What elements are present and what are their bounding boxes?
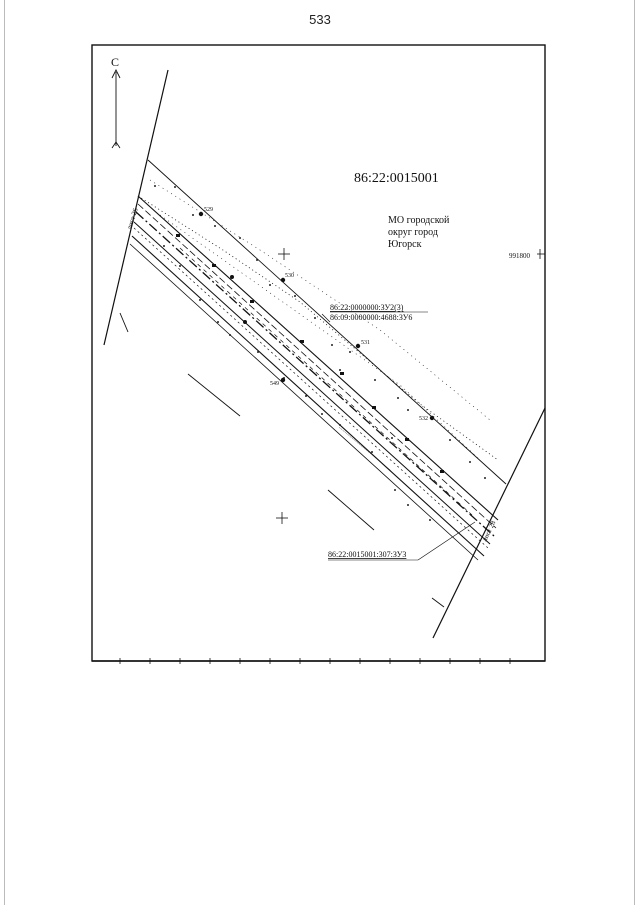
parcel-label-zu6: 86:09:0000000:4688:ЗУ6 bbox=[321, 313, 412, 323]
parcel-label-zu3: 86:22:0015001:307:ЗУ3 bbox=[328, 521, 476, 561]
grid-coord-label: 991800 bbox=[509, 252, 531, 260]
frame-bottom-ticks bbox=[119, 658, 511, 664]
svg-text:МО городской: МО городской bbox=[388, 215, 450, 226]
svg-text:549: 549 bbox=[270, 381, 279, 387]
survey-point-532: 532 bbox=[419, 415, 435, 422]
parcel-label-zu2: 86:22:0000000:ЗУ2(3) bbox=[330, 303, 428, 313]
corridor-arrows bbox=[176, 234, 444, 473]
parcel-block-id: 86:22:0015001 bbox=[354, 171, 439, 186]
sheet-ref-right: лист 28 bbox=[481, 519, 498, 543]
svg-text:Югорск: Югорск bbox=[388, 239, 422, 250]
scan-right-edge bbox=[634, 0, 635, 905]
survey-point-531: 531 bbox=[355, 340, 370, 349]
svg-text:86:22:0015001:307:ЗУ3: 86:22:0015001:307:ЗУ3 bbox=[328, 550, 406, 559]
svg-text:округ город: округ город bbox=[388, 227, 438, 238]
survey-point-inline bbox=[230, 275, 247, 324]
sheet-boundary-right bbox=[432, 407, 545, 639]
svg-text:531: 531 bbox=[361, 340, 370, 346]
grid-cross-icon bbox=[276, 248, 290, 524]
corridor-lines bbox=[129, 159, 507, 561]
page-number: 533 bbox=[309, 12, 331, 27]
municipality-label: МО городской округ город Югорск bbox=[388, 215, 450, 250]
svg-text:86:09:0000000:4688:ЗУ6: 86:09:0000000:4688:ЗУ6 bbox=[330, 313, 412, 322]
svg-text:530: 530 bbox=[285, 273, 294, 279]
outline-strokes bbox=[119, 312, 445, 608]
north-arrow-icon bbox=[111, 68, 121, 149]
north-label: С bbox=[111, 55, 119, 69]
survey-point-549: 549 bbox=[270, 377, 286, 387]
svg-text:86:22:0000000:ЗУ2(3): 86:22:0000000:ЗУ2(3) bbox=[330, 303, 404, 312]
svg-text:532: 532 bbox=[419, 416, 428, 422]
survey-dots bbox=[154, 185, 486, 521]
map-frame bbox=[91, 44, 546, 662]
scan-left-edge bbox=[4, 0, 5, 905]
survey-point-530: 530 bbox=[280, 273, 294, 283]
survey-point-529: 529 bbox=[198, 207, 213, 217]
sheet-ref-left: лист 26 bbox=[125, 207, 140, 231]
svg-text:529: 529 bbox=[204, 207, 213, 213]
sheet-boundary-left bbox=[103, 69, 169, 346]
